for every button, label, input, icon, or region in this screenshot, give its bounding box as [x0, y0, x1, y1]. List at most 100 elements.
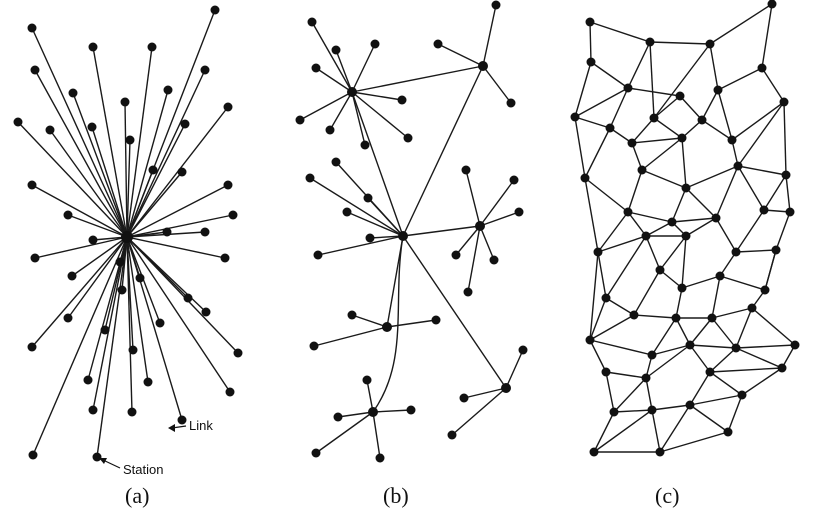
link-edge — [649, 41, 655, 119]
station-node — [233, 348, 243, 358]
link-edge — [451, 387, 507, 436]
link-edge — [659, 431, 729, 453]
station-node — [733, 161, 743, 171]
link-edge — [597, 211, 629, 253]
station-node — [777, 363, 787, 373]
station-node — [180, 119, 190, 129]
link-edge — [719, 275, 766, 291]
link-edge — [31, 184, 128, 238]
link-edge — [645, 221, 673, 237]
station-node — [201, 307, 211, 317]
link-edge — [659, 404, 691, 453]
station-node — [30, 65, 40, 75]
link-edge — [589, 339, 607, 373]
link-edge — [589, 314, 635, 341]
station-node — [667, 217, 677, 227]
caption-b: (b) — [383, 483, 409, 508]
station-node — [697, 115, 707, 125]
station-node — [210, 5, 220, 15]
link-edge — [372, 411, 381, 459]
station-node — [605, 123, 615, 133]
link-edge — [126, 46, 153, 238]
link-edge — [717, 67, 763, 91]
station-node — [715, 271, 725, 281]
station-node — [177, 415, 187, 425]
station-node — [655, 447, 665, 457]
station-node — [790, 340, 800, 350]
station-node — [342, 207, 352, 217]
link-edge — [366, 379, 374, 413]
station-node — [63, 313, 73, 323]
panel-a-centralized-network — [13, 5, 243, 462]
station-node — [580, 173, 590, 183]
link-edge — [317, 235, 404, 256]
hub-node — [347, 87, 357, 97]
link-edge — [17, 121, 128, 238]
link-edge — [505, 349, 524, 389]
link-edge — [737, 165, 787, 176]
link-edge — [735, 344, 796, 349]
station-node — [601, 367, 611, 377]
link-edge — [645, 344, 691, 379]
station-node — [785, 207, 795, 217]
link-edge — [31, 236, 128, 348]
link-edge — [589, 339, 653, 356]
link-edge — [574, 116, 611, 129]
link-edge — [91, 126, 128, 238]
link-edge — [465, 169, 481, 227]
link-edge — [605, 371, 647, 379]
link-edge — [681, 137, 687, 189]
link-edge — [126, 89, 169, 238]
hub-node — [398, 231, 408, 241]
station-node — [347, 310, 357, 320]
station-node — [655, 265, 665, 275]
link-edge — [741, 367, 783, 396]
link-edge — [593, 411, 615, 453]
link-arrowhead — [168, 424, 175, 432]
station-node — [601, 293, 611, 303]
link-edge — [735, 347, 783, 369]
link-edge — [633, 314, 677, 319]
link-edge — [631, 142, 643, 171]
station-node — [115, 257, 125, 267]
station-node — [162, 227, 172, 237]
link-edge — [597, 251, 607, 299]
link-edge — [735, 307, 753, 349]
link-edge — [126, 139, 131, 238]
station-node — [451, 250, 461, 260]
station-node — [685, 400, 695, 410]
link-edge — [126, 184, 229, 238]
link-edge — [651, 409, 661, 453]
station-node — [360, 140, 370, 150]
station-node — [506, 98, 516, 108]
station-node — [781, 170, 791, 180]
station-node — [757, 63, 767, 73]
link-edge — [653, 95, 681, 119]
link-edge — [574, 116, 586, 179]
link-edge — [627, 87, 681, 97]
station-node — [325, 125, 335, 135]
station-node — [431, 315, 441, 325]
link-edge — [627, 211, 647, 237]
station-node — [88, 405, 98, 415]
station-node — [183, 293, 193, 303]
link-edge — [126, 171, 183, 238]
link-edge — [126, 231, 168, 238]
station-node — [461, 165, 471, 175]
station-node — [570, 112, 580, 122]
link-edge — [651, 317, 677, 356]
station-node — [125, 135, 135, 145]
link-edge — [679, 95, 703, 121]
panel-c-distributed-network — [570, 0, 800, 457]
hub-node — [368, 407, 378, 417]
station-node — [305, 173, 315, 183]
station-node — [147, 42, 157, 52]
link-edge — [631, 137, 683, 144]
station-node — [311, 448, 321, 458]
station-node — [731, 247, 741, 257]
station-node — [641, 231, 651, 241]
station-node — [463, 287, 473, 297]
link-edge — [645, 377, 653, 411]
link-edge — [372, 409, 412, 413]
link-edge — [649, 41, 711, 45]
